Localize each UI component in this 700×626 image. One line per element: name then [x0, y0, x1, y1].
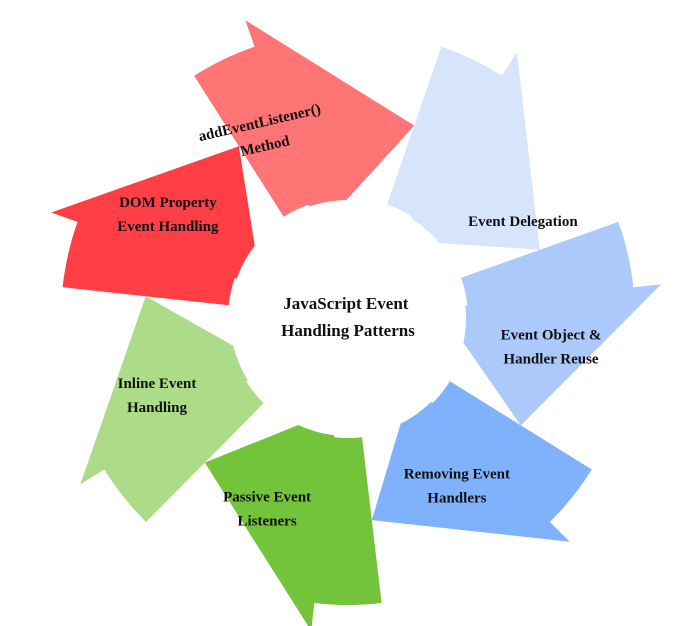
segment-label-6-line-1: DOM Property — [119, 195, 217, 211]
center-hub — [230, 200, 466, 436]
cycle-arrow-2 — [439, 221, 662, 426]
cycle-arrow-1 — [387, 46, 540, 250]
segment-label-2-line-1: Event Object & — [501, 328, 602, 344]
segment-label-5-line-2: Handling — [127, 400, 188, 416]
center-label-line-2: Handling Patterns — [281, 321, 415, 340]
segment-label-1: Event Delegation — [468, 214, 578, 230]
segment-label-4-line-2: Listeners — [238, 514, 297, 530]
segment-label-5-line-1: Inline Event — [118, 376, 197, 392]
segment-label-4-line-1: Passive Event — [223, 490, 311, 506]
cycle-arrow-3 — [371, 381, 592, 542]
cycle-arrow-4 — [204, 409, 382, 626]
segment-label-6-line-2: Event Handling — [117, 219, 219, 235]
segment-label-3-line-2: Handlers — [427, 491, 486, 507]
segment-label-2-line-2: Handler Reuse — [503, 352, 598, 368]
segment-label-3-line-1: Removing Event — [404, 467, 510, 483]
cycle-arrow-7 — [194, 20, 415, 232]
cycle-arrow-5 — [80, 296, 270, 522]
segment-label-1-line-1: Event Delegation — [468, 214, 578, 230]
cycle-arrow-6 — [51, 146, 262, 306]
segment-label-2: Event Object & Handler Reuse — [501, 328, 602, 368]
center-label-line-1: JavaScript Event — [283, 294, 408, 313]
center-label: JavaScript Event Handling Patterns — [281, 294, 415, 340]
segments-layer — [51, 20, 662, 626]
